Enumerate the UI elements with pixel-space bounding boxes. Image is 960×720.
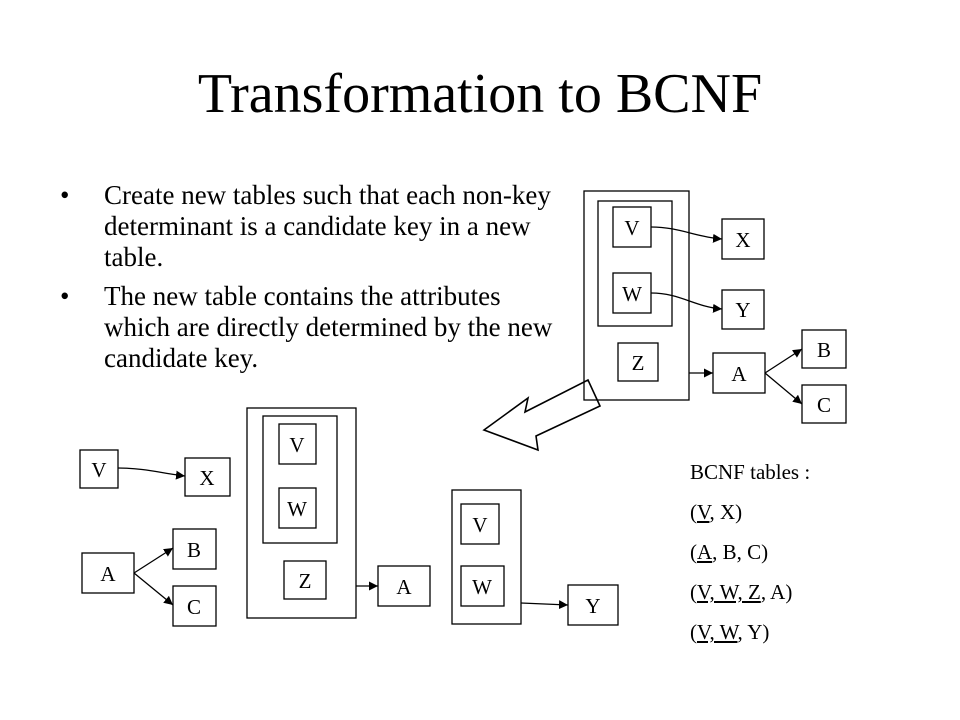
original-label-z: Z [632,351,645,375]
t1-label-x: X [199,466,214,490]
row-text: ( [690,580,697,604]
bcnf-tables-list: BCNF tables : (V, X) (A, B, C) (V, W, Z,… [690,452,810,652]
t3-composite-key-box [262,415,338,544]
bullet-dot: • [60,281,70,311]
primary-key-text: V [697,500,710,524]
t4-label-w: W [472,575,492,599]
t1-box-x [184,457,231,497]
slide-title: Transformation to BCNF [197,63,763,125]
t3-label-a: A [396,575,412,599]
t2-box-b [172,528,217,570]
original-diagram: V W Z X Y A B C [583,190,847,424]
original-composite-key-box [597,200,673,327]
t1-box-v [79,449,119,489]
row-text: ( [690,540,697,564]
bullet-item: • The new table contains the attributes w… [60,281,560,374]
bcnf-table-row: (V, X) [690,492,810,532]
arrow-w-to-y [650,292,723,313]
t2-label-c: C [187,595,201,619]
original-label-x: X [735,228,750,252]
arrow-a-to-c [764,372,803,405]
bcnf-table-row: (V, W, Y) [690,612,810,652]
row-text: , Y) [737,620,770,644]
row-text: , X) [709,500,743,524]
original-label-a: A [731,362,747,386]
original-box-y [721,289,765,330]
bcnf-table-row: (V, W, Z, A) [690,572,810,612]
t2-label-b: B [187,538,201,562]
row-text: , A) [760,580,793,604]
bullet-list: • Create new tables such that each non-ke… [60,180,560,382]
arrow-a-to-b [764,348,803,374]
transform-arrow-icon [482,378,602,452]
bcnf-table-row: (A, B, C) [690,532,810,572]
primary-key-text: V, W [697,620,738,644]
t4-table-box [451,489,522,625]
original-table-box [583,190,690,401]
bcnf-tables-heading: BCNF tables : [690,460,811,484]
original-box-z [617,342,659,382]
t2-label-a: A [100,562,116,586]
t4-label-y: Y [585,594,600,618]
t3-label-w: W [287,497,307,521]
bullet-text: The new table contains the attributes wh… [104,281,553,373]
row-text: ( [690,500,697,524]
bullet-dot: • [60,180,70,210]
t1-arrow-v-to-x [117,467,186,480]
t4-arrow-key-to-y [520,600,569,610]
original-label-y: Y [735,298,750,322]
original-label-c: C [817,393,831,417]
t3-label-v: V [289,433,304,457]
bcnf-table-vx: V X [79,449,231,497]
bcnf-table-vwza: V W Z A [246,407,431,619]
original-label-w: W [622,282,642,306]
t3-box-w [278,487,317,529]
t2-box-c [172,585,217,627]
row-text: , B, C) [712,540,769,564]
primary-key-text: A [697,540,713,564]
t3-table-box [246,407,357,619]
bcnf-table-vwy: V W Y [451,489,619,626]
bullet-text: Create new tables such that each non-key… [104,180,551,272]
arrow-v-to-x [650,226,723,243]
bcnf-table-abc: A B C [81,528,217,627]
t4-box-w [460,565,505,607]
t1-label-v: V [91,458,106,482]
t3-box-v [278,423,317,465]
t2-arrow-a-to-c [133,572,174,606]
original-label-v: V [624,216,639,240]
t2-arrow-a-to-b [133,547,174,574]
original-label-b: B [817,338,831,362]
t4-box-v [460,503,500,545]
t4-label-v: V [472,513,487,537]
t3-box-z [283,560,327,600]
t3-label-z: Z [299,569,312,593]
bullet-item: • Create new tables such that each non-ke… [60,180,560,273]
primary-key-text: V, W, Z [697,580,761,604]
row-text: ( [690,620,697,644]
